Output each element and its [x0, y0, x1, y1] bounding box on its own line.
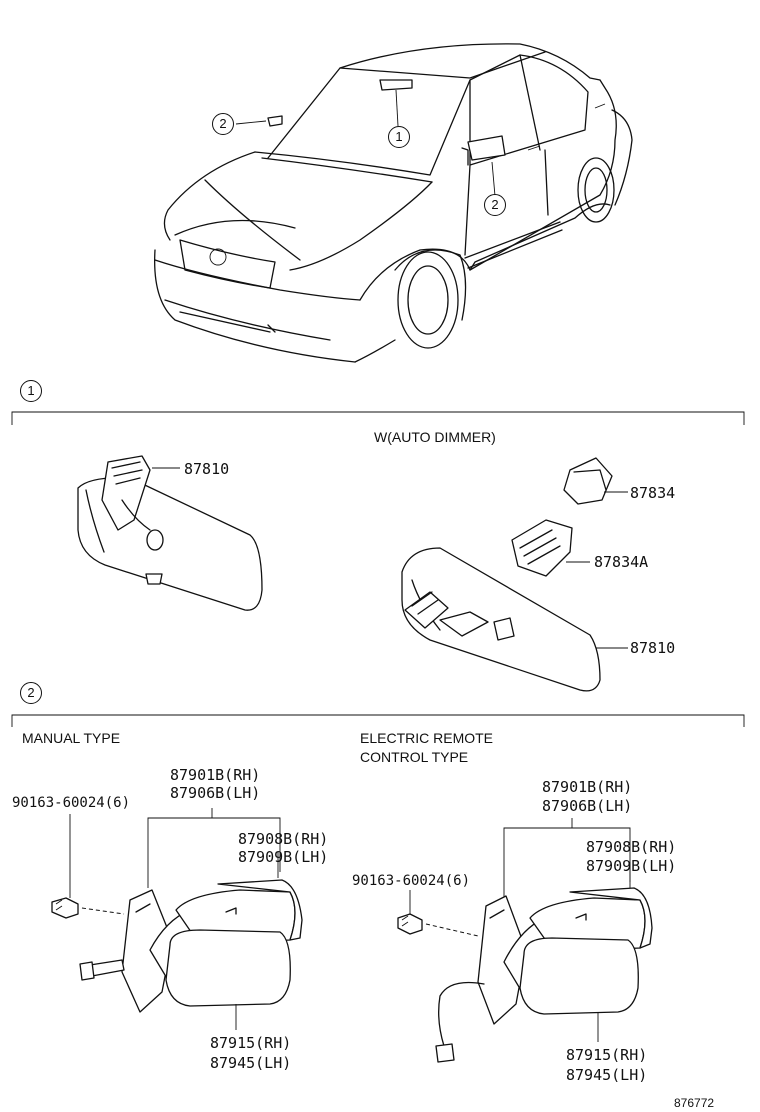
callout-outer-mirror-left: 2	[212, 113, 234, 135]
car-illustration	[154, 43, 633, 363]
manual-body-lh: 87906B(LH)	[170, 784, 261, 802]
part-number-cover-a: 87834A	[594, 553, 649, 571]
section-marker-2: 2	[20, 682, 42, 704]
manual-body-rh: 87901B(RH)	[170, 766, 261, 784]
manual-type-title: MANUAL TYPE	[22, 730, 121, 746]
section1-divider	[11, 411, 745, 425]
electric-cover-rh: 87908B(RH)	[586, 838, 677, 856]
manual-glass-rh: 87915(RH)	[210, 1034, 292, 1052]
inner-mirror-standard	[77, 455, 263, 611]
electric-type-title-line2: CONTROL TYPE	[360, 749, 469, 765]
inner-mirror-auto-dimmer	[401, 457, 628, 692]
section-marker-1: 1	[20, 380, 42, 402]
diagram-code: 876772	[674, 1096, 715, 1110]
electric-body-lh: 87906B(LH)	[542, 797, 633, 815]
electric-glass-rh: 87915(RH)	[566, 1046, 648, 1064]
outer-mirror-manual	[51, 808, 303, 1030]
outer-mirror-electric	[397, 818, 653, 1063]
manual-cover-lh: 87909B(LH)	[238, 848, 329, 866]
part-number-auto-mirror: 87810	[630, 639, 676, 657]
section2-divider	[11, 714, 745, 727]
electric-glass-lh: 87945(LH)	[566, 1066, 648, 1084]
manual-glass-lh: 87945(LH)	[210, 1054, 292, 1072]
electric-cover-lh: 87909B(LH)	[586, 857, 677, 875]
electric-screw-number: 90163-60024(6)	[352, 873, 471, 889]
auto-dimmer-header: W(AUTO DIMMER)	[374, 429, 496, 445]
part-number-inner-mirror: 87810	[184, 460, 230, 478]
electric-type-title-line1: ELECTRIC REMOTE	[360, 730, 494, 746]
callout-outer-mirror-right: 2	[484, 194, 506, 216]
manual-cover-rh: 87908B(RH)	[238, 830, 329, 848]
part-number-cover: 87834	[630, 484, 676, 502]
callout-inner-mirror: 1	[388, 126, 410, 148]
manual-screw-number: 90163-60024(6)	[12, 795, 131, 811]
electric-body-rh: 87901B(RH)	[542, 778, 633, 796]
